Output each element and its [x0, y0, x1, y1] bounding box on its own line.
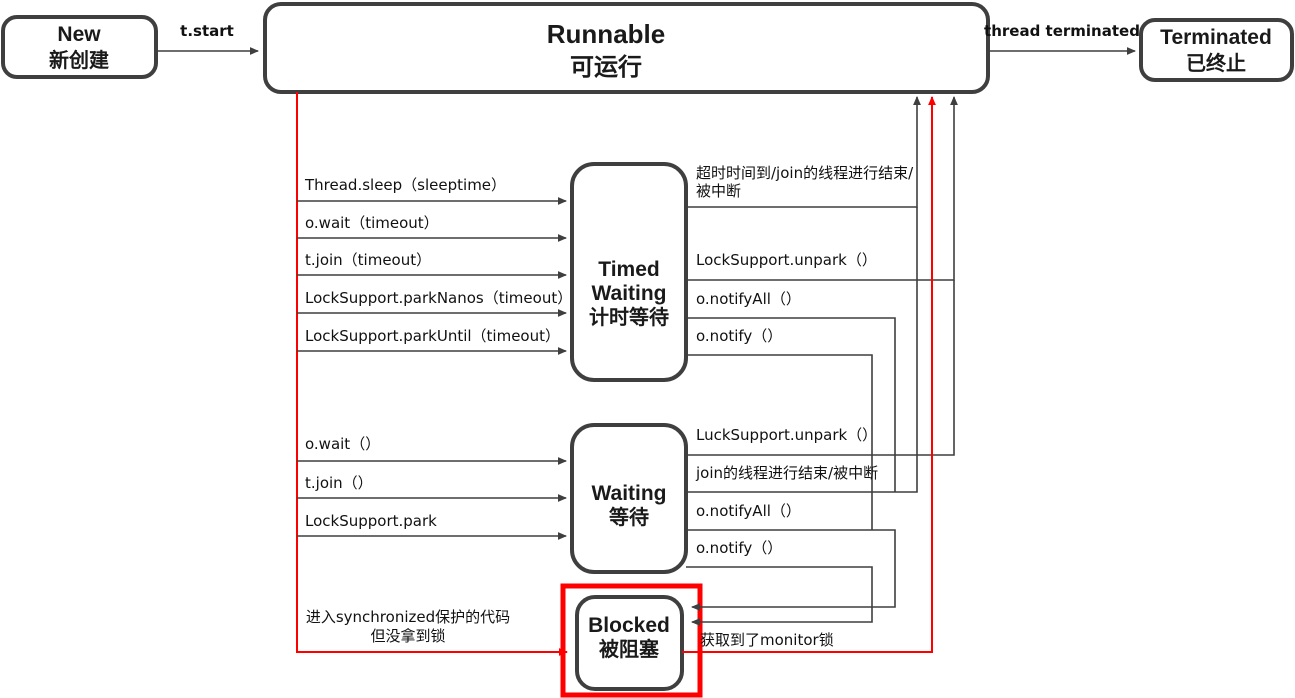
edge-tjoin-timeout-label: t.join（timeout）: [305, 251, 431, 269]
node-new-label-zh: 新创建: [49, 48, 109, 72]
edge-timed-notifyall-label: o.notifyAll（）: [696, 290, 801, 308]
edge-waiting-notify-label: o.notify（）: [696, 539, 782, 557]
edge-waiting-notify-return: o.notify（）: [686, 539, 873, 626]
edge-blocked-to-runnable: 获取到了monitor锁: [682, 96, 936, 653]
edge-locksupport-park-label: LockSupport.park: [305, 512, 437, 530]
edge-start: t.start: [157, 22, 259, 55]
edge-thread-sleep-label: Thread.sleep（sleeptime）: [304, 176, 506, 194]
edge-waiting-unpark-return: LuckSupport.unpark（）: [686, 280, 955, 456]
edge-waiting-notifyall-label: o.notifyAll（）: [696, 502, 801, 520]
node-terminated-label-en: Terminated: [1160, 26, 1272, 49]
node-blocked-shape: [575, 595, 684, 691]
node-blocked-highlight: [560, 583, 703, 698]
node-terminated[interactable]: Terminated 已终止: [1139, 18, 1294, 82]
node-blocked-label-en: Blocked: [588, 614, 670, 637]
node-timed-waiting-shape: [570, 162, 688, 382]
edge-to-blocked-label-line2: 但没拿到锁: [370, 627, 445, 645]
node-new[interactable]: New 新创建: [1, 15, 158, 79]
node-timed-waiting-label-en2: Waiting: [591, 282, 666, 305]
edge-waiting-notify-path: [686, 566, 873, 626]
edge-timed-notify-return: o.notify（）: [686, 327, 873, 530]
edge-timed-notifyall-path: [686, 317, 896, 492]
node-runnable-label-en: Runnable: [547, 19, 665, 49]
edge-parkuntil-label: LockSupport.parkUntil（timeout）: [305, 327, 560, 345]
node-waiting-label-en: Waiting: [591, 482, 666, 505]
edge-timed-timeout-label-line2: 被中断: [696, 182, 741, 200]
edge-waiting-unpark-label: LuckSupport.unpark（）: [696, 426, 877, 444]
edge-terminated-label: thread terminated: [984, 22, 1140, 40]
edge-timed-notify-label: o.notify（）: [696, 327, 782, 345]
node-runnable-shape: [263, 2, 990, 94]
edge-runnable-to-blocked: 进入synchronized保护的代码 但没拿到锁: [296, 92, 568, 656]
node-timed-waiting-label-zh: 计时等待: [589, 305, 669, 329]
node-new-shape: [1, 15, 158, 79]
edge-waiting-join-label: join的线程进行结束/被中断: [695, 464, 878, 482]
node-waiting[interactable]: Waiting 等待: [570, 423, 688, 574]
edge-owait-label: o.wait（）: [305, 435, 380, 453]
node-timed-waiting-label-en1: Timed: [598, 258, 659, 281]
edge-tjoin-label: t.join（）: [305, 474, 373, 492]
edge-owait-timeout-label: o.wait（timeout）: [305, 214, 439, 232]
node-terminated-label-zh: 已终止: [1186, 51, 1246, 75]
edge-blocked-to-runnable-path: [682, 96, 936, 653]
edge-runnable-to-blocked-path: [296, 92, 568, 656]
edge-timed-notifyall-return: o.notifyAll（）: [686, 290, 896, 492]
node-blocked-label-zh: 被阻塞: [599, 637, 660, 661]
edge-to-blocked-label-line1: 进入synchronized保护的代码: [306, 608, 510, 626]
edge-waiting-notifyall-return: o.notifyAll（）: [686, 502, 896, 611]
edge-terminated: thread terminated: [984, 22, 1140, 55]
edge-waiting-join-path: [686, 207, 918, 493]
node-terminated-shape: [1139, 18, 1294, 82]
edge-parknanos-label: LockSupport.parkNanos（timeout）: [305, 289, 572, 307]
edge-timed-timeout-return: 超时时间到/join的线程进行结束/ 被中断: [686, 96, 921, 208]
edges-to-timed-waiting: Thread.sleep（sleeptime） o.wait（timeout） …: [297, 176, 572, 355]
node-blocked[interactable]: Blocked 被阻塞: [560, 583, 703, 698]
node-runnable[interactable]: Runnable 可运行: [263, 2, 990, 94]
node-new-label-en: New: [57, 23, 101, 46]
edges-to-waiting: o.wait（） t.join（） LockSupport.park: [297, 435, 567, 540]
node-runnable-label-zh: 可运行: [570, 53, 642, 81]
edge-waiting-unpark-path: [686, 280, 955, 456]
node-timed-waiting[interactable]: Timed Waiting 计时等待: [570, 162, 688, 382]
edge-timed-unpark-label: LockSupport.unpark（）: [696, 251, 877, 269]
node-waiting-shape: [570, 423, 688, 574]
node-waiting-label-zh: 等待: [609, 505, 649, 529]
edge-waiting-notifyall-path: [686, 529, 896, 611]
edge-timed-timeout-label-line1: 超时时间到/join的线程进行结束/: [696, 164, 914, 182]
edge-timed-notify-path: [686, 354, 873, 530]
edge-start-label: t.start: [180, 22, 234, 40]
edge-waiting-join-return: join的线程进行结束/被中断: [686, 207, 918, 493]
edge-blocked-to-runnable-label: 获取到了monitor锁: [700, 631, 834, 649]
